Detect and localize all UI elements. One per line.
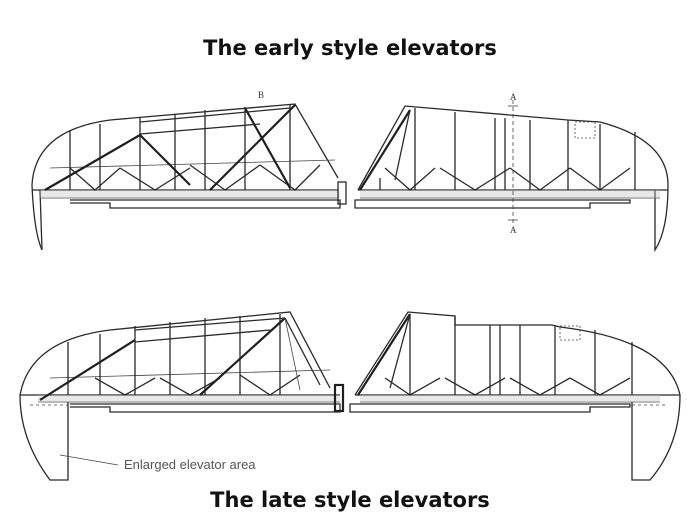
enlarged-elevator-area-label: Enlarged elevator area bbox=[124, 457, 256, 472]
marker-a-bottom: A bbox=[510, 225, 517, 235]
marker-a-top: A bbox=[510, 92, 517, 102]
late-left-elevator: Enlarged elevator area bbox=[19, 311, 345, 481]
early-left-elevator: B bbox=[31, 90, 347, 251]
early-elevator-drawing: B bbox=[31, 90, 669, 253]
early-style-title: The early style elevators bbox=[203, 36, 497, 60]
late-elevator-drawing: Enlarged elevator area bbox=[19, 311, 681, 481]
late-right-elevator bbox=[349, 311, 681, 481]
late-style-title: The late style elevators bbox=[210, 488, 490, 512]
early-right-elevator: A A bbox=[354, 92, 669, 253]
marker-b: B bbox=[258, 90, 264, 100]
